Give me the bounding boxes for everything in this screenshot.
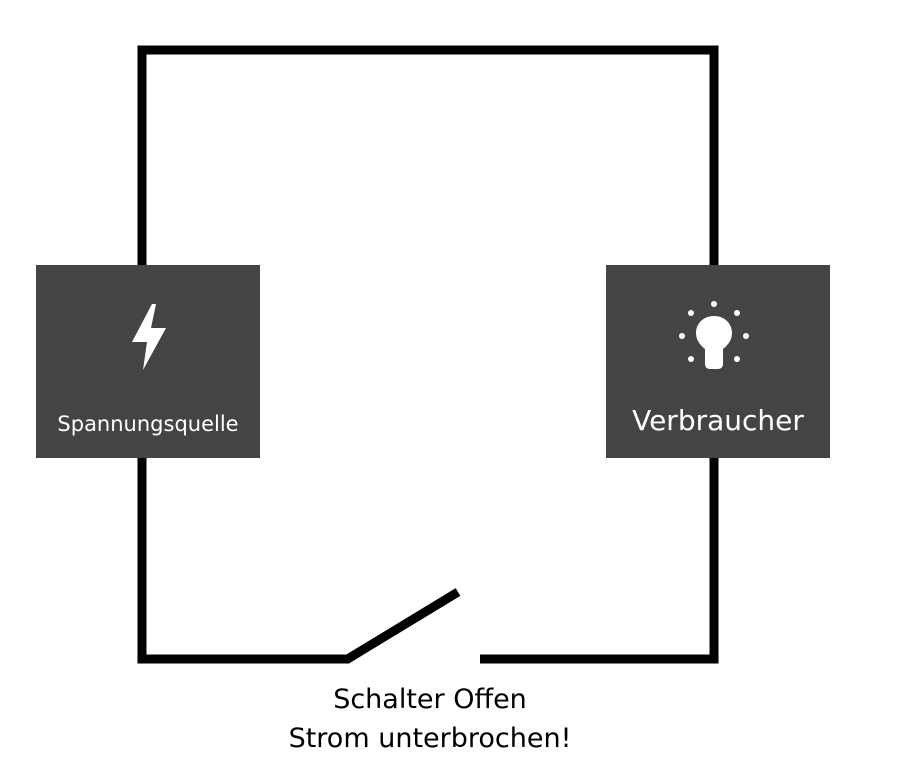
lightning-bolt-icon: [132, 304, 166, 370]
voltage-source-box: [36, 265, 260, 458]
wire-top: [137, 45, 719, 266]
wire-bottom-right: [480, 457, 719, 664]
light-bulb-icon: [679, 301, 749, 369]
open-switch: [343, 588, 461, 664]
switch-status-caption: Schalter Offen: [333, 684, 527, 715]
consumer-label: Verbraucher: [632, 404, 804, 437]
current-status-caption: Strom unterbrochen!: [288, 723, 572, 754]
wire-bottom-left: [137, 457, 348, 664]
voltage-source-label: Spannungsquelle: [57, 412, 239, 436]
